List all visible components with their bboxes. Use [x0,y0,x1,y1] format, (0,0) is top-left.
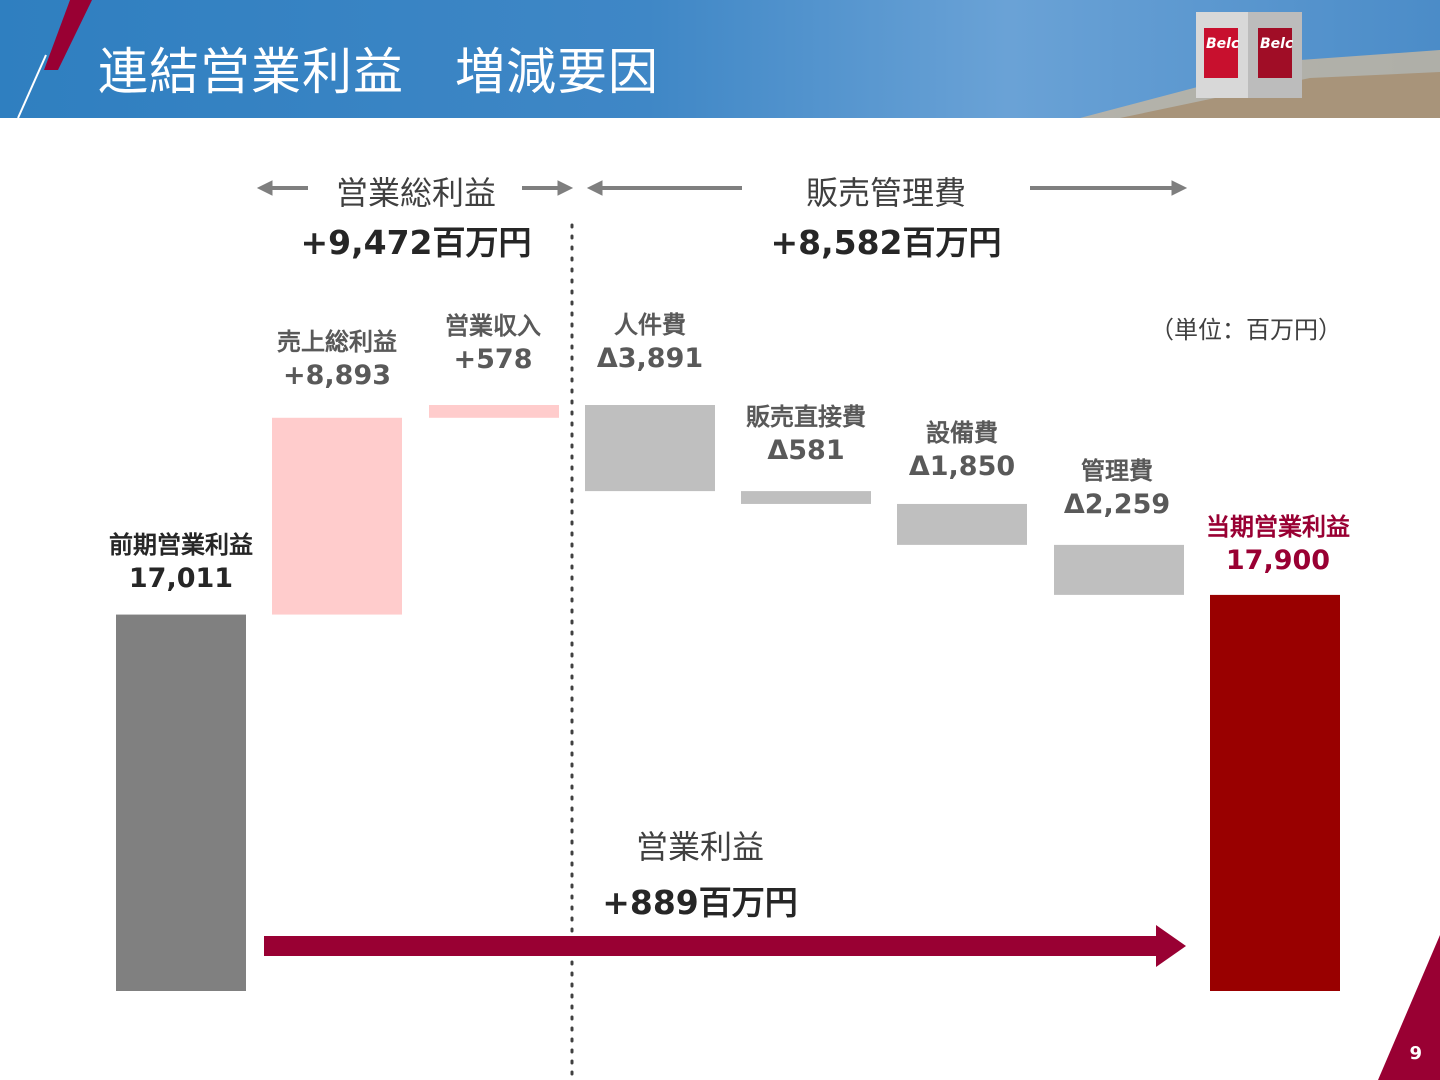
waterfall-bar [1054,544,1184,595]
gross-section-label: 営業総利益 [335,174,496,212]
waterfall-bar [897,503,1027,545]
unit-note: （単位：百万円） [1150,316,1342,344]
direct-sales-cost-label: 販売直接費 Δ581 [728,402,884,468]
bars-group [116,405,1340,991]
sga-right-arrowhead [1171,180,1188,196]
sga-section-value: +8,582百万円 [770,223,1002,262]
store-logo-text: Belc [1206,36,1240,52]
store-logo-right-icon [1258,28,1292,78]
sga-section-label: 販売管理費 [805,174,966,212]
prev-profit-label: 前期営業利益 17,011 [96,530,266,596]
gross-margin-label: 売上総利益 +8,893 [258,327,416,393]
gross-left-arrowhead [256,180,273,196]
header-thin-line [17,54,47,118]
step-value: Δ3,891 [596,343,704,375]
page-number: 9 [1409,1043,1422,1064]
current-profit-label: 当期営業利益 17,900 [1190,512,1366,578]
operating-section-value: +889百万円 [602,883,798,922]
step-value: Δ1,850 [908,451,1016,483]
operating-profit-arrow-shaft [264,936,1158,956]
sga-left-arrowhead [586,180,603,196]
header-decoration [17,0,1440,118]
step-name: 設備費 [926,419,998,447]
step-name: 管理費 [1081,457,1153,485]
step-value: Δ2,259 [1063,489,1171,521]
gross-section-value: +9,472百万円 [300,223,532,262]
admin-cost-label: 管理費 Δ2,259 [1052,456,1182,522]
waterfall-bar [429,405,559,418]
step-name: 前期営業利益 [109,531,253,559]
step-value: 17,900 [1225,545,1331,577]
step-name: 販売直接費 [746,403,866,431]
step-name: 人件費 [614,311,686,339]
operating-section-label: 営業利益 [635,828,764,866]
step-name: 当期営業利益 [1206,513,1350,541]
store-logo-text: Belc [1260,36,1294,52]
store-logo-left-icon [1204,28,1238,78]
waterfall-bar [116,614,246,991]
waterfall-bar [741,491,871,504]
personnel-cost-label: 人件費 Δ3,891 [585,310,715,376]
waterfall-bar [272,417,402,615]
operating-revenue-label: 営業収入 +578 [428,311,558,377]
page-title: 連結営業利益 増減要因 [98,43,659,101]
header-accent-stripe [44,0,92,70]
step-value: Δ581 [767,435,845,467]
step-name: 営業収入 [445,312,541,340]
corner-accent [1378,935,1440,1080]
waterfall-bar [1210,594,1340,991]
step-value: +8,893 [282,360,392,392]
operating-profit-arrowhead [1156,925,1186,967]
gross-right-arrowhead [557,180,574,196]
section-arrows [256,180,1188,196]
step-name: 売上総利益 [277,328,397,356]
step-value: +578 [453,344,533,376]
step-value: 17,011 [128,563,234,595]
equipment-cost-label: 設備費 Δ1,850 [897,418,1027,484]
waterfall-bar [585,405,715,492]
slide-header: 連結営業利益 増減要因 Belc Belc [0,0,1440,118]
